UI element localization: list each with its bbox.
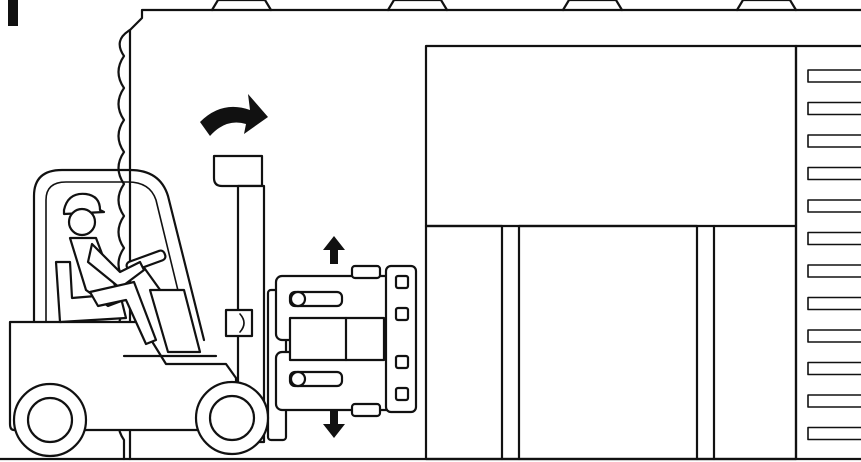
vent-slat: [808, 233, 861, 245]
clamp-bolt-3: [396, 356, 408, 368]
vent-slat: [808, 135, 861, 147]
clamp-bolt-1: [396, 276, 408, 288]
vent-slat: [808, 330, 861, 342]
mast-top-cap: [214, 156, 262, 186]
clamp-knob-top: [352, 266, 380, 278]
roof-vent-4: [737, 0, 796, 10]
dash-panel: [150, 290, 200, 352]
door-frame: [426, 46, 796, 459]
clamp-block: [290, 318, 384, 360]
vent-slat: [808, 265, 861, 277]
mast-bracket: [226, 310, 252, 336]
roof-vent-1: [212, 0, 271, 10]
up-arrow-icon: [323, 236, 345, 264]
vent-slat: [808, 428, 861, 440]
vent-slat: [808, 70, 861, 82]
vent-slat: [808, 168, 861, 180]
vent-slat: [808, 298, 861, 310]
operator-head: [69, 209, 95, 235]
roof-vent-3: [563, 0, 622, 10]
door-panel-left: [426, 226, 502, 459]
corner-marker: [8, 0, 18, 26]
vent-slats: [808, 70, 861, 440]
vent-slat: [808, 200, 861, 212]
clamp-bolt-4: [396, 388, 408, 400]
vent-slat: [808, 103, 861, 115]
down-arrow-icon: [323, 410, 345, 438]
front-wheel: [196, 382, 268, 454]
vent-slat: [808, 363, 861, 375]
clamp-knob-bottom: [352, 404, 380, 416]
clamp-attachment: [268, 266, 416, 440]
door-panel-center: [519, 226, 697, 459]
rear-wheel: [14, 384, 86, 456]
vent-slat: [808, 395, 861, 407]
cargo-wall: [426, 46, 861, 459]
clamp-bolt-2: [396, 308, 408, 320]
clamp-pivot-top: [291, 292, 305, 306]
roof-vent-2: [388, 0, 447, 10]
rotate-arrow-icon: [200, 94, 268, 136]
clamp-pivot-bottom: [291, 372, 305, 386]
